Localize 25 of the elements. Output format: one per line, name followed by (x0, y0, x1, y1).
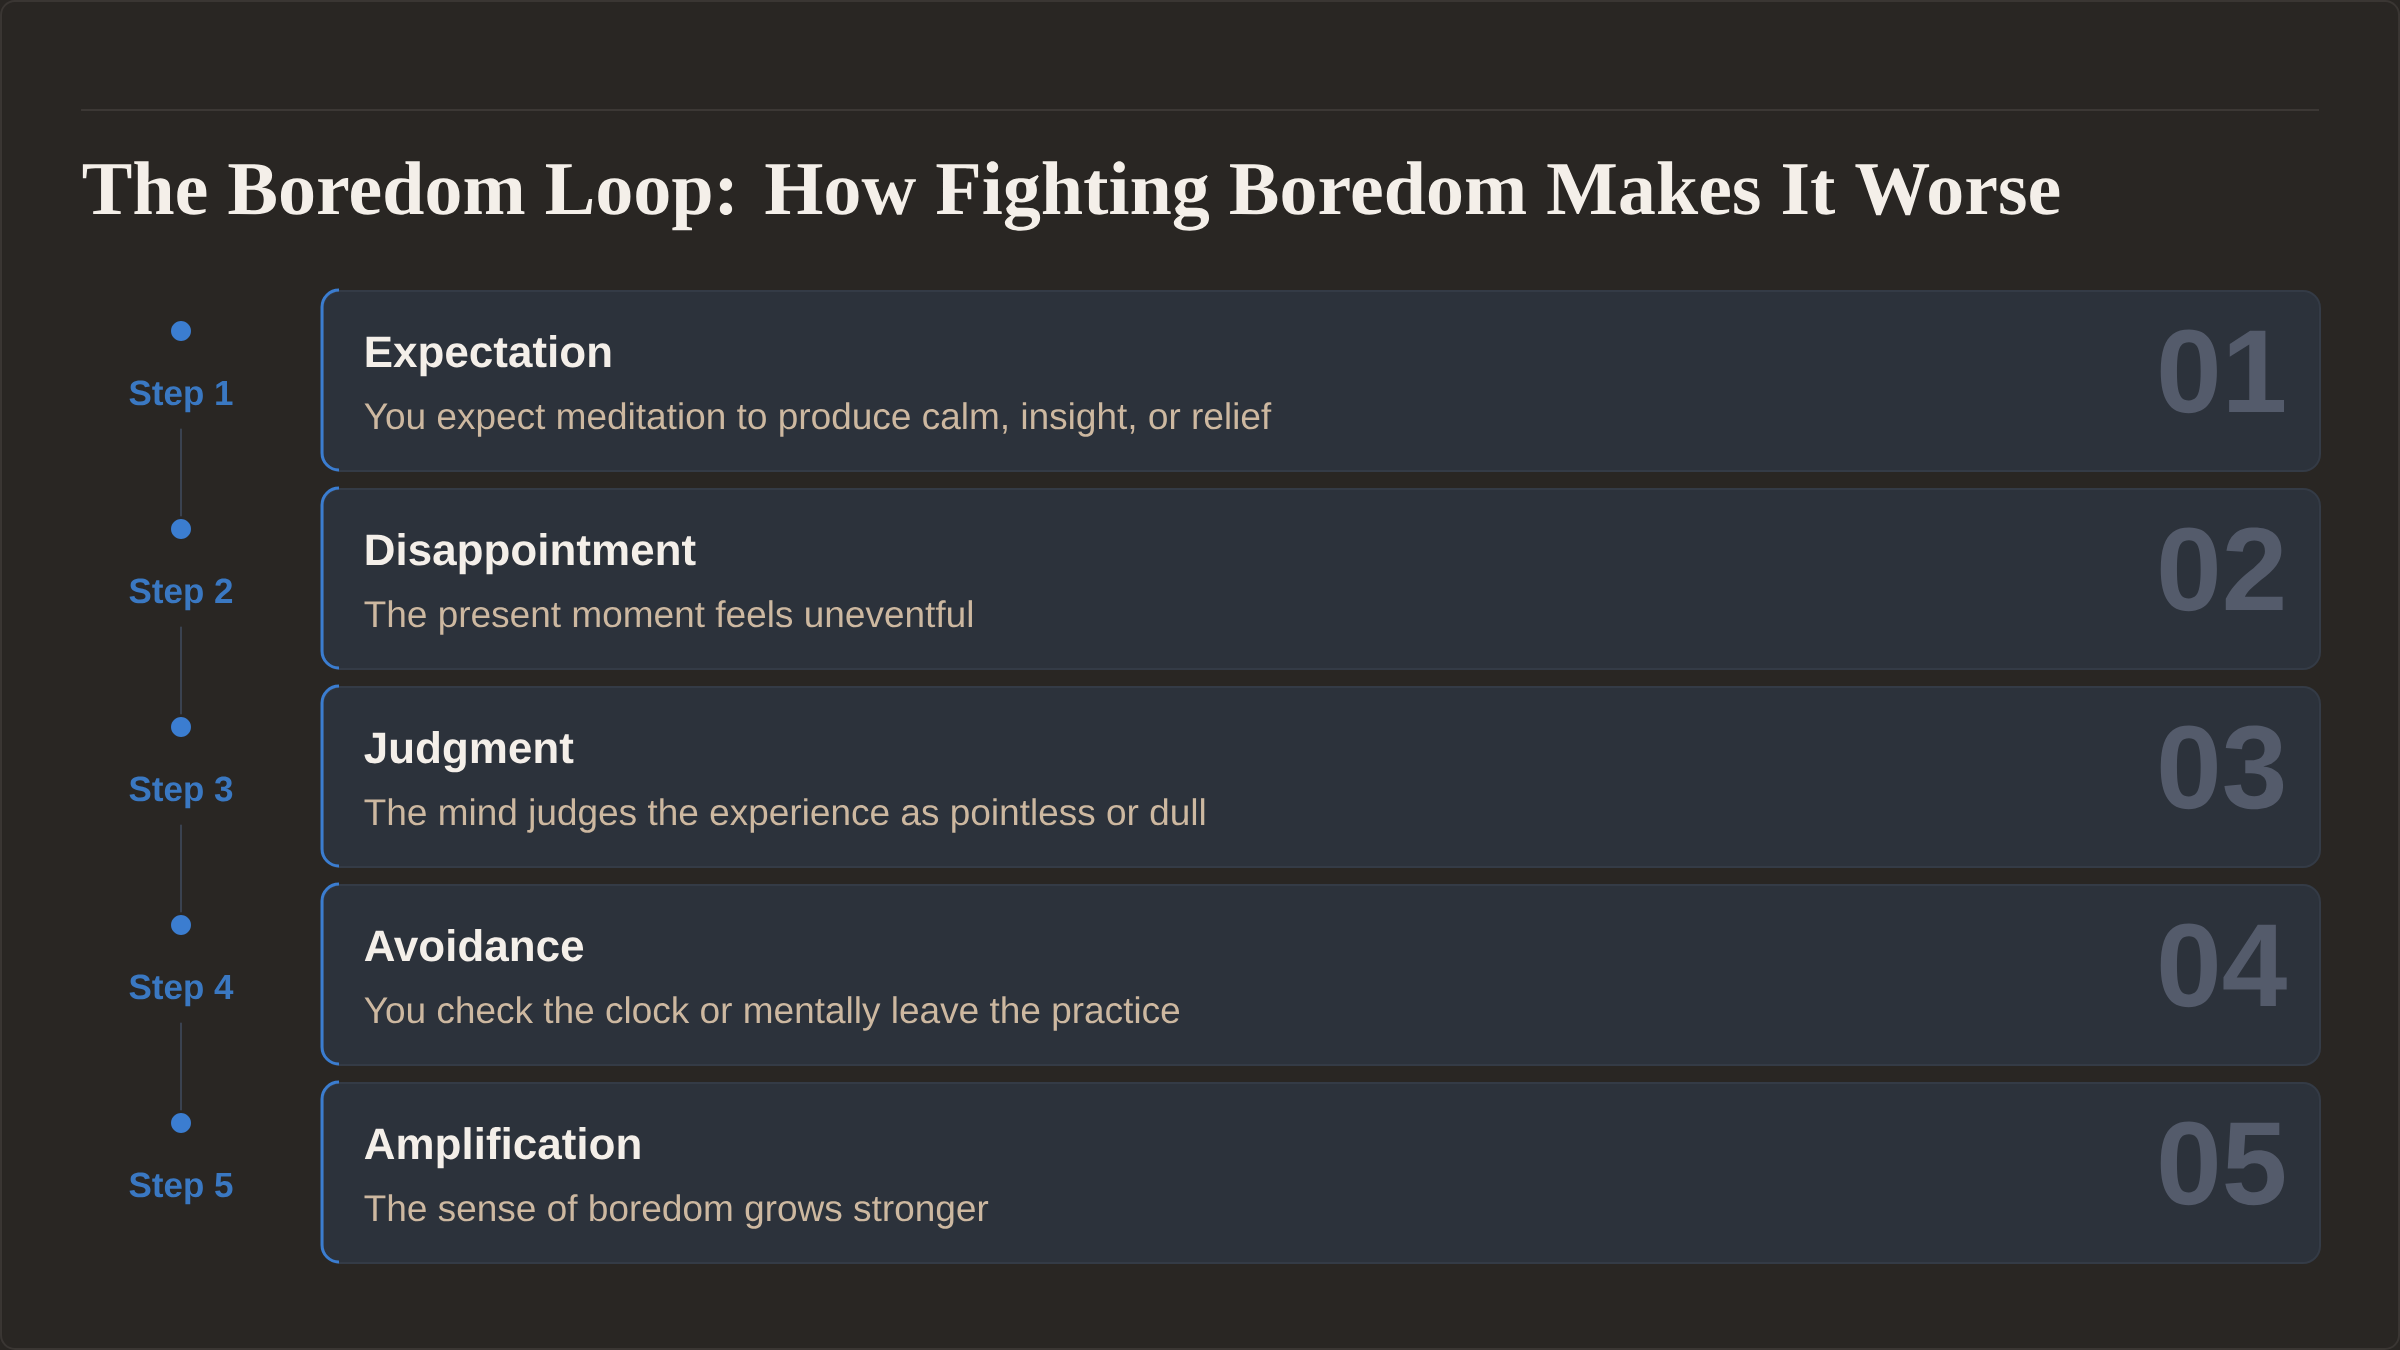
timeline-line (180, 1021, 182, 1112)
card-heading: Amplification (364, 1127, 640, 1169)
step-card (320, 486, 2321, 670)
timeline-line (180, 625, 182, 716)
card-heading: Judgment (364, 731, 574, 773)
card-heading: Disappointment (366, 533, 696, 575)
step-card (320, 1080, 2321, 1264)
step-label: Step 4 (129, 974, 234, 1007)
step-label: Step 5 (129, 1172, 233, 1205)
card-heading: Expectation (366, 335, 611, 377)
page-title: The Boredom Loop: How Fighting Boredom Makes It Worse (82, 161, 2060, 231)
card-description: The present moment feels uneventful (364, 600, 972, 635)
step-card (320, 684, 2321, 868)
step-label: Step 1 (129, 380, 233, 413)
card-description: The sense of boredom grows stronger (364, 1194, 989, 1229)
card-description: The mind judges the experience as pointless or dull (364, 798, 1205, 833)
step-label: Step 2 (129, 578, 233, 611)
step-card (320, 882, 2321, 1066)
timeline-line (180, 823, 182, 914)
step-card (320, 288, 2321, 472)
timeline-line (180, 427, 182, 518)
card-description: You check the clock or mentally leave the practice (364, 996, 1180, 1031)
card-description: You expect meditation to produce calm, insight, or relief (364, 402, 1272, 437)
step-label: Step 3 (129, 776, 233, 809)
card-heading: Avoidance (364, 929, 584, 962)
